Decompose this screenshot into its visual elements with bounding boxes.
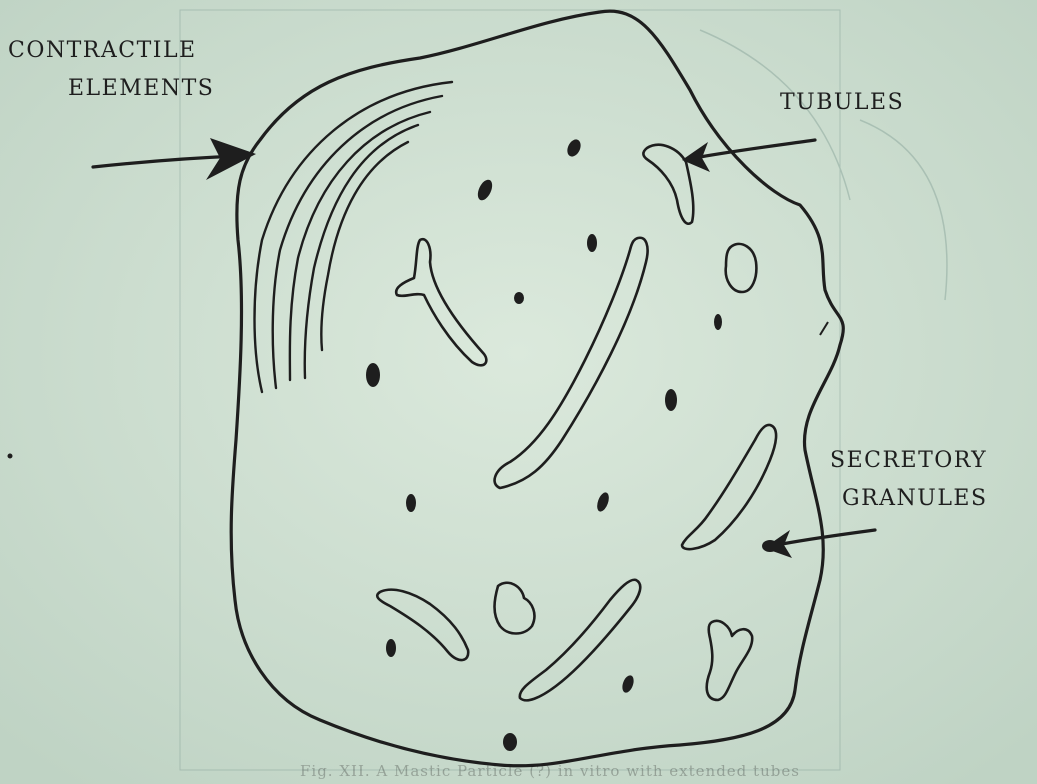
granule	[366, 363, 380, 387]
label-secretory-line1: SECRETORY	[830, 448, 987, 474]
label-contractile-line2: ELEMENTS	[68, 76, 214, 102]
granule	[503, 733, 517, 751]
caption-fragment: Fig. XII. A Mastic Particle (?) in vitro…	[300, 762, 800, 780]
granule	[665, 389, 677, 411]
label-tubules: TUBULES	[780, 90, 904, 116]
label-contractile-line1: CONTRACTILE	[8, 38, 197, 64]
granule	[406, 494, 416, 512]
granule	[587, 234, 597, 252]
granule	[386, 639, 396, 657]
granule	[714, 314, 722, 330]
label-secretory-line2: GRANULES	[842, 486, 988, 512]
granule	[514, 292, 524, 304]
